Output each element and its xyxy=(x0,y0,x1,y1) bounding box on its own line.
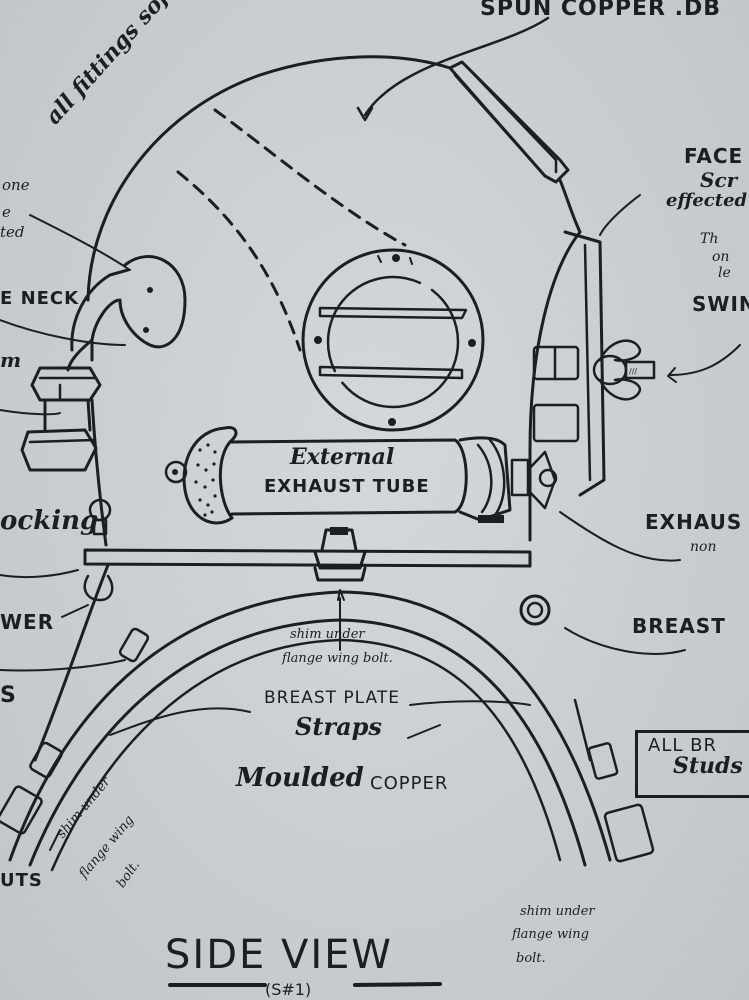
breastplate-rim xyxy=(83,527,532,582)
helmet-left-side xyxy=(90,398,108,547)
label-left-s: S xyxy=(0,683,17,708)
label-copper: COPPER xyxy=(370,773,449,794)
label-face-4: Th xyxy=(700,231,719,247)
dashed-line-1 xyxy=(213,108,407,247)
side-porthole xyxy=(301,248,485,432)
label-face-2: Scr xyxy=(700,168,738,192)
diagram-subtitle: (S#1) xyxy=(265,980,312,999)
label-shim-right-3: bolt. xyxy=(516,951,546,966)
helmet-dome-outline xyxy=(86,55,452,302)
diagram-title: SIDE VIEW xyxy=(165,932,393,978)
title-underline xyxy=(168,982,442,987)
label-locking: ocking xyxy=(0,506,99,536)
leader-lines xyxy=(0,16,741,851)
label-shim-right-2: flange wing xyxy=(512,927,589,942)
svg-text:///: /// xyxy=(629,367,637,376)
front-faceplate xyxy=(528,230,606,542)
label-neck: E NECK xyxy=(0,288,80,309)
label-left-top-3: ted xyxy=(0,223,25,241)
label-exhaust-right-sub: non xyxy=(690,539,717,555)
label-face-5: on xyxy=(712,249,730,265)
label-swing: SWIN xyxy=(692,292,749,316)
label-exhaust-right: EXHAUS xyxy=(645,510,743,534)
label-moulded: Moulded xyxy=(236,763,364,793)
label-face: FACE xyxy=(684,144,744,168)
label-studs: Studs xyxy=(673,753,743,779)
top-window xyxy=(448,60,570,184)
wing-nut: /// xyxy=(592,339,656,401)
label-shim-top-2: flange wing bolt. xyxy=(282,651,393,666)
label-all-br: ALL BR xyxy=(648,735,717,756)
label-straps: Straps xyxy=(295,712,382,741)
label-nuts: UTS xyxy=(0,870,43,891)
label-left-top-1: one xyxy=(2,176,30,194)
label-shim-right-1: shim under xyxy=(520,904,595,919)
label-shim-top-1: shim under xyxy=(290,627,365,642)
dashed-line-2 xyxy=(176,170,302,352)
locking-stud xyxy=(83,498,114,602)
label-left-mid: m xyxy=(0,348,22,372)
label-breastplate: BREAST PLATE xyxy=(264,688,400,708)
label-spun-copper: SPUN COPPER .DB xyxy=(480,0,722,21)
label-left-top-2: e xyxy=(2,203,11,221)
all-breastplate-studs-box: ALL BR Studs xyxy=(635,730,749,798)
label-face-3: effected xyxy=(666,190,748,211)
label-exhaust-tube: EXHAUST TUBE xyxy=(264,476,430,497)
label-lower: WER xyxy=(0,610,55,634)
label-face-6: le xyxy=(718,265,731,281)
label-external: External xyxy=(290,444,395,470)
helmet-dome-right xyxy=(558,178,582,234)
label-breast-right: BREAST xyxy=(632,614,726,638)
exhaust-tube xyxy=(164,426,558,525)
